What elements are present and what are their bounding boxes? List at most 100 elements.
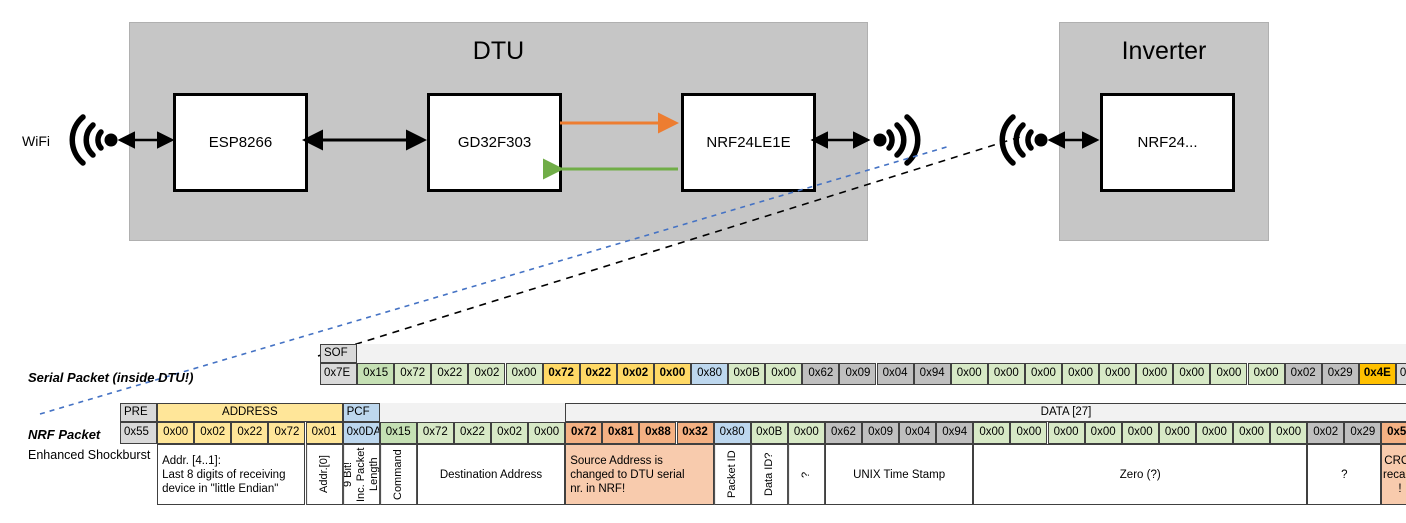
- nrf-byte-24[interactable]: 0x00: [1010, 422, 1048, 444]
- nrf-desc-4: Destination Address: [416, 444, 566, 505]
- nrf-byte-3[interactable]: 0x22: [231, 422, 269, 444]
- serial-byte-0[interactable]: 0x7E: [320, 363, 358, 385]
- inverter-radio-dot: [1034, 133, 1048, 147]
- dtu-title: DTU: [472, 37, 525, 65]
- nrf-desc-3: Command: [379, 444, 417, 505]
- serial-byte-12[interactable]: 0x00: [765, 363, 803, 385]
- serial-byte-6[interactable]: 0x72: [542, 363, 580, 385]
- serial-byte-29[interactable]: 0x7F: [1395, 363, 1406, 385]
- nrf-byte-30[interactable]: 0x00: [1233, 422, 1271, 444]
- serial-byte-25[interactable]: 0x00: [1247, 363, 1285, 385]
- serial-byte-19[interactable]: 0x00: [1024, 363, 1062, 385]
- serial-byte-22[interactable]: 0x00: [1136, 363, 1174, 385]
- nrf-desc-1: Addr.[0]: [305, 444, 343, 505]
- serial-byte-27[interactable]: 0x29: [1321, 363, 1359, 385]
- nrf-byte-26[interactable]: 0x00: [1084, 422, 1122, 444]
- serial-byte-8[interactable]: 0x02: [616, 363, 654, 385]
- nrf-desc-12: CRC8recalc.!: [1381, 444, 1406, 505]
- serial-byte-24[interactable]: 0x00: [1210, 363, 1248, 385]
- nrf-packet-label: NRF Packet: [28, 427, 101, 442]
- nrf-byte-20[interactable]: 0x09: [862, 422, 900, 444]
- nrf-header-4: DATA [27]: [565, 403, 1406, 422]
- nrf-byte-13[interactable]: 0x81: [602, 422, 640, 444]
- nrf-byte-4[interactable]: 0x72: [268, 422, 306, 444]
- serial-byte-17[interactable]: 0x00: [950, 363, 988, 385]
- serial-byte-28[interactable]: 0x4E: [1358, 363, 1396, 385]
- nrf-byte-22[interactable]: 0x94: [936, 422, 974, 444]
- serial-byte-7[interactable]: 0x22: [579, 363, 617, 385]
- nrf-byte-11[interactable]: 0x00: [528, 422, 566, 444]
- nrf-byte-33[interactable]: 0x29: [1344, 422, 1382, 444]
- nrf-byte-25[interactable]: 0x00: [1047, 422, 1085, 444]
- nrf-byte-18[interactable]: 0x00: [787, 422, 825, 444]
- nrf-byte-0[interactable]: 0x55: [120, 422, 158, 444]
- nrf-byte-7[interactable]: 0x15: [379, 422, 417, 444]
- serial-byte-5[interactable]: 0x00: [505, 363, 543, 385]
- nrf-header-2: PCF: [342, 403, 380, 422]
- nrf-byte-2[interactable]: 0x02: [194, 422, 232, 444]
- nrf-byte-16[interactable]: 0x80: [713, 422, 751, 444]
- enhanced-shockburst-label: Enhanced Shockburst: [28, 448, 151, 462]
- nrf-byte-28[interactable]: 0x00: [1158, 422, 1196, 444]
- wifi-label: WiFi: [22, 133, 50, 149]
- serial-byte-3[interactable]: 0x22: [431, 363, 469, 385]
- serial-byte-14[interactable]: 0x09: [839, 363, 877, 385]
- serial-byte-9[interactable]: 0x00: [653, 363, 691, 385]
- nrf-byte-19[interactable]: 0x62: [824, 422, 862, 444]
- serial-byte-4[interactable]: 0x02: [468, 363, 506, 385]
- serial-byte-15[interactable]: 0x04: [876, 363, 914, 385]
- nrf-byte-23[interactable]: 0x00: [973, 422, 1011, 444]
- nrf-desc-11: ?: [1307, 444, 1382, 505]
- nrf-desc-6: Packet ID: [713, 444, 751, 505]
- inverter-radio-antenna-icon: [999, 114, 1034, 166]
- nrf-byte-17[interactable]: 0x0B: [750, 422, 788, 444]
- block-diagram-arrows: [69, 112, 1100, 180]
- nrf-header-3: [379, 403, 566, 422]
- nrf-byte-29[interactable]: 0x00: [1195, 422, 1233, 444]
- nrf-byte-27[interactable]: 0x00: [1121, 422, 1159, 444]
- serial-byte-21[interactable]: 0x00: [1099, 363, 1137, 385]
- nrf-byte-8[interactable]: 0x72: [416, 422, 454, 444]
- serial-byte-13[interactable]: 0x62: [802, 363, 840, 385]
- nrf-byte-15[interactable]: 0x32: [676, 422, 714, 444]
- nrf-desc-9: UNIX Time Stamp: [824, 444, 974, 505]
- nrf-byte-14[interactable]: 0x88: [639, 422, 677, 444]
- serial-byte-11[interactable]: 0x0B: [728, 363, 766, 385]
- chip-nrf24-label: NRF24...: [1137, 134, 1198, 151]
- serial-byte-16[interactable]: 0x94: [913, 363, 951, 385]
- nrf-header-0: PRE: [120, 403, 158, 422]
- nrf-byte-21[interactable]: 0x04: [899, 422, 937, 444]
- nrf-byte-31[interactable]: 0x00: [1270, 422, 1308, 444]
- serial-header-0: SOF: [320, 344, 358, 363]
- serial-header-1: [357, 344, 1406, 363]
- wifi-antenna-dot: [104, 133, 118, 147]
- nrf-byte-34[interactable]: 0x55: [1381, 422, 1406, 444]
- nrf-byte-6[interactable]: 0x0DA: [342, 422, 380, 444]
- serial-byte-20[interactable]: 0x00: [1062, 363, 1100, 385]
- inverter-title: Inverter: [1121, 37, 1207, 65]
- nrf-header-1: ADDRESS: [157, 403, 343, 422]
- wifi-antenna-icon: [69, 114, 104, 166]
- serial-byte-18[interactable]: 0x00: [987, 363, 1025, 385]
- block-diagram: DTU Inverter ESP8266 GD32F303 NRF24LE1E …: [22, 22, 1269, 241]
- serial-byte-26[interactable]: 0x02: [1284, 363, 1322, 385]
- nrf-desc-10: Zero (?): [973, 444, 1308, 505]
- nrf-byte-1[interactable]: 0x00: [157, 422, 195, 444]
- nrf-byte-5[interactable]: 0x01: [305, 422, 343, 444]
- nrf-byte-10[interactable]: 0x02: [491, 422, 529, 444]
- serial-byte-10[interactable]: 0x80: [691, 363, 729, 385]
- packet-tables: Serial Packet (inside DTU!) NRF Packet E…: [0, 270, 1406, 523]
- serial-byte-23[interactable]: 0x00: [1173, 363, 1211, 385]
- chip-nrf24[interactable]: NRF24...: [1100, 93, 1235, 192]
- nrf-desc-8: ?: [787, 444, 825, 505]
- nrf-desc-7: Data ID?: [750, 444, 788, 505]
- serial-byte-2[interactable]: 0x72: [394, 363, 432, 385]
- nrf-byte-32[interactable]: 0x02: [1307, 422, 1345, 444]
- nrf-byte-9[interactable]: 0x22: [453, 422, 491, 444]
- serial-byte-1[interactable]: 0x15: [357, 363, 395, 385]
- dtu-radio-dot: [873, 133, 887, 147]
- serial-packet-label: Serial Packet (inside DTU!): [28, 370, 194, 385]
- nrf-byte-12[interactable]: 0x72: [565, 422, 603, 444]
